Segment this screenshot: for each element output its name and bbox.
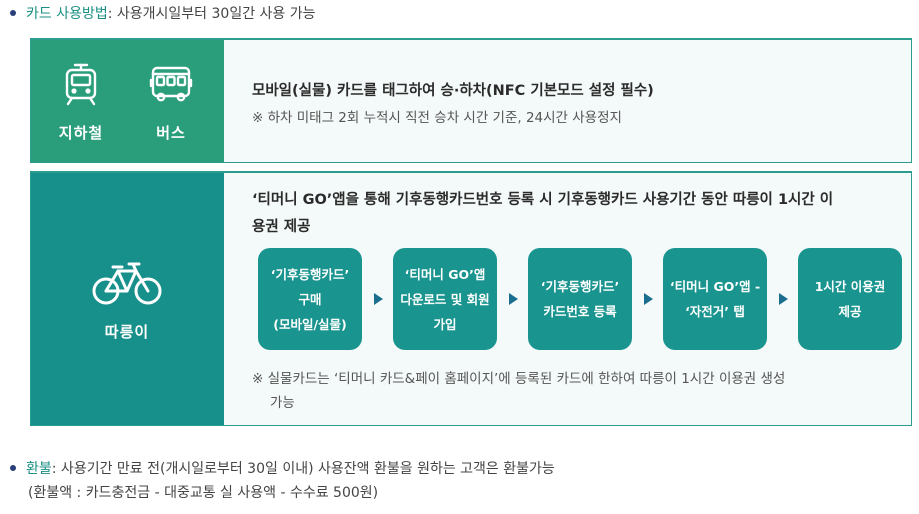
bus-cell: 버스 [131,62,211,143]
step-1-line-1: ‘기후동행카드’ [270,266,350,282]
subway-cell: 지하철 [41,62,121,143]
bike-steps: ‘기후동행카드’ 구매 (모바일/실물) ‘티머니 GO’앱 다운로드 및 회원… [246,248,902,354]
refund-label: 환불 [26,461,52,477]
arrow-right-icon [644,293,653,305]
step-3-line-1: ‘기후동행카드’ [540,279,620,294]
transit-side: 지하철 버스 [31,40,224,162]
step-4-line-1: ‘티머니 GO’앱 - [669,279,761,294]
bike-main-line1: ‘티머니 GO’앱을 통해 기후동행카드번호 등록 시 기후동행카드 사용기간 … [252,192,834,208]
usage-colon: : [107,6,113,22]
transit-note: ※ 하차 미태그 2회 누적시 직전 승차 시간 기준, 24시간 사용정지 [252,110,622,126]
usage-text: 사용개시일부터 30일간 사용 가능 [112,6,316,22]
subway-label: 지하철 [58,124,104,142]
bus-label: 버스 [156,124,186,142]
refund-formula: (환불액 : 카드충전금 - 대중교통 실 사용액 - 수수료 500원) [28,485,379,501]
bike-body: ‘티머니 GO’앱을 통해 기후동행카드번호 등록 시 기후동행카드 사용기간 … [224,173,911,425]
bus-icon [149,66,193,102]
step-2-line-2: 다운로드 및 회원 [400,291,490,307]
refund-text: 사용기간 만료 전(개시일로부터 30일 이내) 사용잔액 환불을 원하는 고객… [56,461,555,477]
step-2-line-1: ‘티머니 GO’앱 [404,266,486,282]
step-5-line-2: 제공 [838,304,862,319]
step-5-line-1: 1시간 이용권 [814,279,886,294]
usage-label: 카드 사용방법 [26,6,108,22]
step-5: 1시간 이용권 제공 [798,248,902,350]
refund-colon: : [51,461,57,477]
step-4-line-2: ‘자전거’ 탭 [685,304,745,319]
step-1: ‘기후동행카드’ 구매 (모바일/실물) [258,248,362,350]
step-1-line-3: (모바일/실물) [273,316,347,332]
bike-label: 따릉이 [104,323,150,341]
refund-line: 환불: 사용기간 만료 전(개시일로부터 30일 이내) 사용잔액 환불을 원하… [8,459,555,479]
bike-main-line2: 용권 제공 [252,219,311,235]
subway-icon [65,63,97,106]
step-4: ‘티머니 GO’앱 - ‘자전거’ 탭 [663,248,767,350]
bullet-icon [10,9,16,16]
bike-note-line1: ※ 실물카드는 ‘티머니 카드&페이 홈페이지’에 등록된 카드에 한하여 따릉… [252,371,786,387]
step-2: ‘티머니 GO’앱 다운로드 및 회원 가입 [393,248,497,350]
step-3: ‘기후동행카드’ 카드번호 등록 [528,248,632,350]
arrow-right-icon [509,293,518,305]
bicycle-icon [92,262,162,305]
step-2-line-3: 가입 [433,316,457,332]
arrow-right-icon [374,293,383,305]
bullet-icon [10,464,16,471]
transit-body: 모바일(실물) 카드를 태그하여 승·하차(NFC 기본모드 설정 필수) ※ … [224,40,911,162]
bike-panel: 따릉이 ‘티머니 GO’앱을 통해 기후동행카드번호 등록 시 기후동행카드 사… [30,171,912,426]
arrow-right-icon [779,293,788,305]
transit-panel: 지하철 버스 모바일(실물) 카드를 태그하여 승·하차(NFC 기본모드 [30,38,912,163]
bike-side: 따릉이 [31,173,224,425]
bike-cell: 따릉이 [87,261,167,342]
transit-main-text: 모바일(실물) 카드를 태그하여 승·하차(NFC 기본모드 설정 필수) [252,83,654,99]
step-1-line-2: 구매 [298,291,322,307]
usage-line: 카드 사용방법: 사용개시일부터 30일간 사용 가능 [8,4,316,24]
step-3-line-2: 카드번호 등록 [543,304,617,319]
bike-note-line2: 가능 [270,395,295,411]
